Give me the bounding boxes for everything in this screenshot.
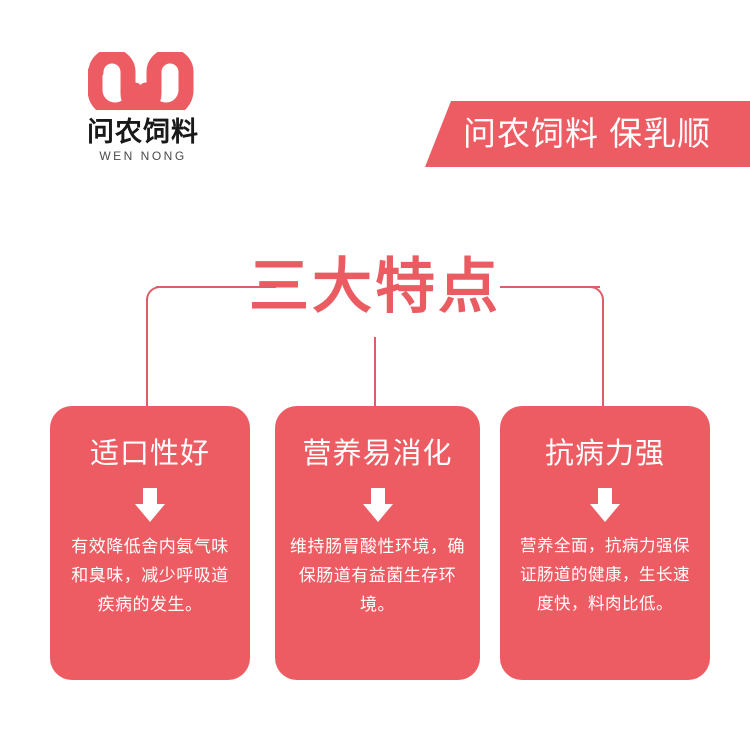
- feature-card: 适口性好 有效降低舍内氨气味和臭味，减少呼吸道疾病的发生。: [50, 406, 250, 680]
- brand-pinyin: WEN NONG: [99, 149, 187, 163]
- bracket-line-top-right: [500, 286, 600, 288]
- bracket-line-top-left: [156, 286, 276, 288]
- arrow-down-icon: [362, 488, 393, 522]
- bracket-corner-right: [588, 286, 604, 302]
- section-title: 三大特点: [249, 253, 501, 320]
- brand-logo: 问农饲料 WEN NONG: [48, 52, 238, 170]
- feature-card-title: 适口性好: [89, 438, 210, 470]
- bracket-line-down-center: [374, 337, 376, 408]
- arrow-down-icon: [590, 488, 620, 522]
- feature-card-body: 有效降低舍内氨气味和臭味，减少呼吸道疾病的发生。: [71, 537, 229, 614]
- feature-card-body: 维持肠胃酸性环境，确保肠道有益菌生存环境。: [290, 537, 465, 614]
- header-banner-text: 问农饲料 保乳顺: [463, 115, 712, 152]
- bracket-corner-left: [146, 286, 162, 302]
- feature-card-body: 营养全面，抗病力强保证肠道的健康，生长速度快，料肉比低。: [520, 537, 690, 613]
- feature-card: 营养易消化 维持肠胃酸性环境，确保肠道有益菌生存环境。: [275, 406, 480, 680]
- feature-card-title: 抗病力强: [544, 438, 665, 470]
- header-banner: 问农饲料 保乳顺: [425, 101, 750, 167]
- arrow-down-icon: [135, 488, 165, 522]
- bracket-line-down-right: [602, 300, 604, 408]
- feature-card: 抗病力强 营养全面，抗病力强保证肠道的健康，生长速度快，料肉比低。: [500, 406, 710, 680]
- brand-name: 问农饲料: [87, 117, 199, 147]
- feature-card-title: 营养易消化: [302, 438, 453, 470]
- bracket-line-down-left: [146, 300, 148, 408]
- wen-nong-w-mark-icon: [88, 52, 194, 110]
